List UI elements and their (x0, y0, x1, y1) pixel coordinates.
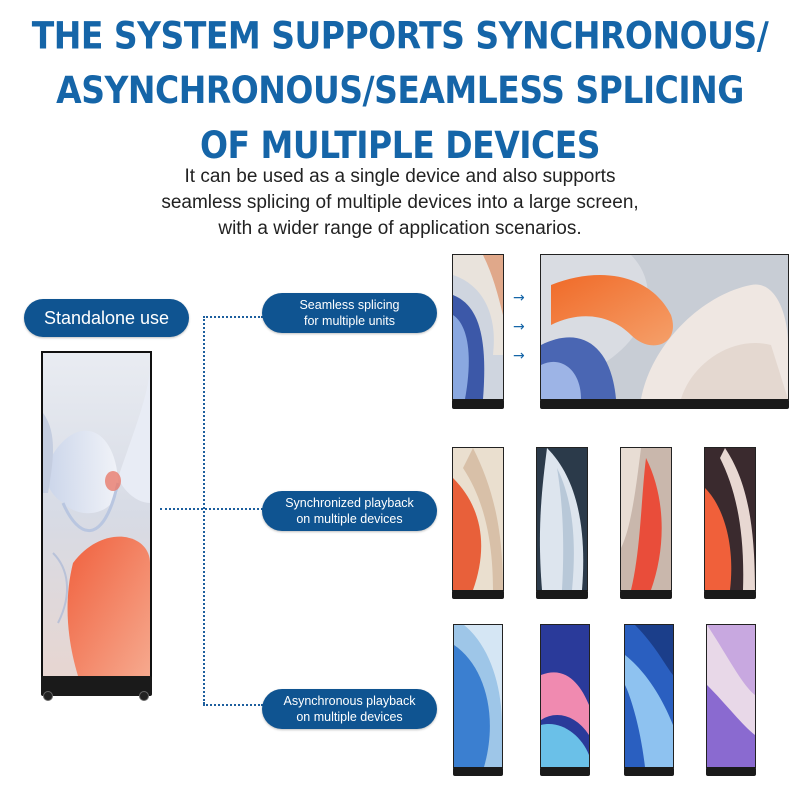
title-line-1: THE SYSTEM SUPPORTS SYNCHRONOUS/ (31, 13, 769, 58)
kiosk-base (41, 676, 152, 696)
page-title: THE SYSTEM SUPPORTS SYNCHRONOUS/ ASYNCHR… (0, 8, 800, 173)
title-line-2: ASYNCHRONOUS/SEAMLESS SPLICING (56, 68, 744, 113)
title-line-3: OF MULTIPLE DEVICES (199, 123, 601, 168)
standalone-kiosk-screen (41, 351, 152, 678)
large-wave-artwork (541, 255, 788, 399)
subtitle-line-1: It can be used as a single device and al… (184, 166, 616, 187)
connector-middle (160, 508, 263, 510)
subtitle-line-2: seamless splicing of multiple devices in… (161, 192, 639, 213)
sync-kiosk-3 (620, 447, 672, 603)
standalone-use-label: Standalone use (24, 299, 189, 337)
kiosk-wheel (139, 691, 149, 701)
arrow-right-icon: → (513, 348, 525, 364)
sync-kiosk-4 (704, 447, 756, 603)
arrow-right-icon: → (513, 319, 525, 335)
subtitle-line-3: with a wider range of application scenar… (218, 218, 582, 239)
async-kiosk-4 (706, 624, 756, 780)
sync-kiosk-2 (536, 447, 588, 603)
page-subtitle: It can be used as a single device and al… (100, 164, 700, 242)
butterfly-artwork (43, 353, 150, 676)
arrow-right-icon: → (513, 290, 525, 306)
async-kiosk-2 (540, 624, 590, 780)
standalone-kiosk (41, 351, 152, 703)
sync-kiosk-1 (452, 447, 504, 603)
wave-artwork (453, 255, 503, 399)
seamless-spliced-screen (540, 254, 789, 414)
kiosk-wheel (43, 691, 53, 701)
async-kiosk-3 (624, 624, 674, 780)
connector-vertical (203, 316, 205, 704)
async-kiosk-1 (453, 624, 503, 780)
connector-top (203, 316, 263, 318)
connector-bottom (203, 704, 263, 706)
seamless-single-kiosk (452, 254, 504, 414)
